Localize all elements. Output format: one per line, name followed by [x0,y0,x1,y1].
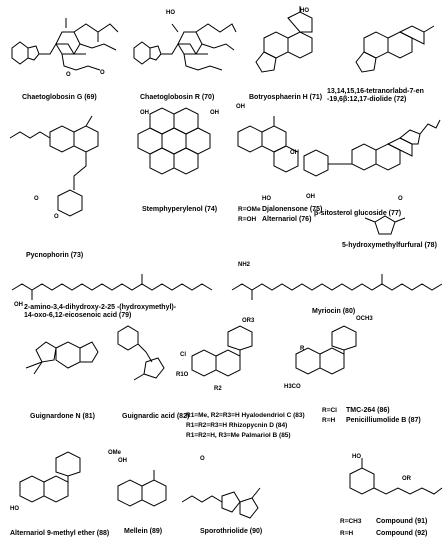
compound-label: Djalonensone (75) [262,206,323,213]
atom-label: O [66,72,71,78]
structure-alternariol-methyl-ether [19,451,81,503]
atom-label: OCH3 [356,316,373,322]
substituent-label: R=OMe [238,206,261,213]
substituent-label: R=OH [238,216,257,223]
atom-label: OR3 [242,318,255,324]
substituent-label: R=CH3 [340,518,362,525]
substituent-label: R=H [340,530,354,537]
structure-djalonensone-alternariol [237,116,299,173]
compound-label: TMC-264 (86) [346,407,390,414]
compound-label: 5-hydroxymethylfurfural (78) [342,242,437,249]
atom-label: OH [14,302,23,308]
compound-label: 13,14,15,16-tetranorlabd-7-en -19,6β:12,… [327,88,424,103]
structure-chaetoglobosin-r [133,23,237,71]
atom-label: HO [352,454,361,460]
structure-guignardic-acid [117,325,165,381]
structure-compound-91-92 [349,458,443,495]
atom-label: R1O [176,372,189,378]
compound-label: Stemphyperylenol (74) [142,206,218,213]
structure-hyalodendriol-series [191,325,253,377]
structure-tetranorlabdene-diolide [355,25,435,73]
compound-label: Pycnophorin (73) [26,252,84,259]
compound-label: Alternariol 9-methyl ether (88) [10,530,110,537]
atom-label: OR [402,476,411,482]
structure-stemphyperylenol [137,107,211,175]
atom-label: OH [290,150,299,156]
atom-label: Cl [180,352,186,358]
compound-label: Botryosphaerin H (71) [249,94,323,101]
atom-label: R2 [214,386,222,392]
structure-sitosterol-glucoside [303,119,441,177]
atom-label: HO [166,10,175,16]
atom-label: OH [210,110,219,116]
structure-mellein [117,470,167,507]
substituent-label: R=Cl [322,407,337,414]
atom-label: R [300,346,305,352]
atom-label: OMe [108,450,122,456]
atom-label: OH [236,104,245,110]
atom-label: O [34,196,39,202]
structure-guignardone-n [25,341,99,375]
substituent-label: R1=Me, R2=R3=H Hyalodendriol C (83) [186,412,305,419]
compound-label: Guignardone N (81) [30,413,95,420]
structure-tmc264-penicilliumolide [295,325,357,375]
atom-label: HO [262,196,271,202]
compound-label: Mellein (89) [124,528,163,535]
structure-myriocin [231,274,443,300]
structure-sporothriolide [181,487,261,519]
compound-label: Myriocin (80) [312,308,356,315]
structure-eicosenoic-acid [11,274,213,300]
atom-label: HO [10,506,19,512]
atom-label: NH2 [238,262,251,268]
compound-label: Compound (91) [376,518,428,525]
structure-pycnophorin [9,115,99,217]
substituent-label: R1=R2=R3=H Rhizopycnin D (84) [186,422,288,429]
atom-label: HO [300,8,309,14]
structure-botryosphaerin-h [255,6,313,73]
atom-label: O [100,70,105,76]
compound-label: 2-amino-3,4-dihydroxy-2-25 -(hydroxymeth… [24,304,177,319]
atom-label: OH [118,458,127,464]
atom-label: O [54,214,59,220]
compound-label: Sporothriolide (90) [200,528,263,535]
compound-label: Guignardic acid (82) [122,413,190,420]
compound-label: Alternariol (76) [262,216,312,223]
atom-label: H3CO [284,384,301,390]
compound-label: Chaetoglobosin R (70) [140,94,215,101]
substituent-label: R1=R2=H, R3=Me Palmariol B (85) [186,432,291,439]
compound-label: Compound (92) [376,530,428,537]
structure-chaetoglobosin-g [11,18,119,71]
atom-label: OH [306,194,315,200]
compound-label: Penicilliumolide B (87) [346,417,421,424]
compound-label: Chaetoglobosin G (69) [22,94,97,101]
atom-label: OH [140,110,149,116]
atom-label: O [398,196,403,202]
structure-hydroxymethylfurfural [364,215,406,235]
substituent-label: R=H [322,417,336,424]
compound-label: β-sitosterol glucoside (77) [314,210,402,217]
atom-label: O [200,456,205,462]
